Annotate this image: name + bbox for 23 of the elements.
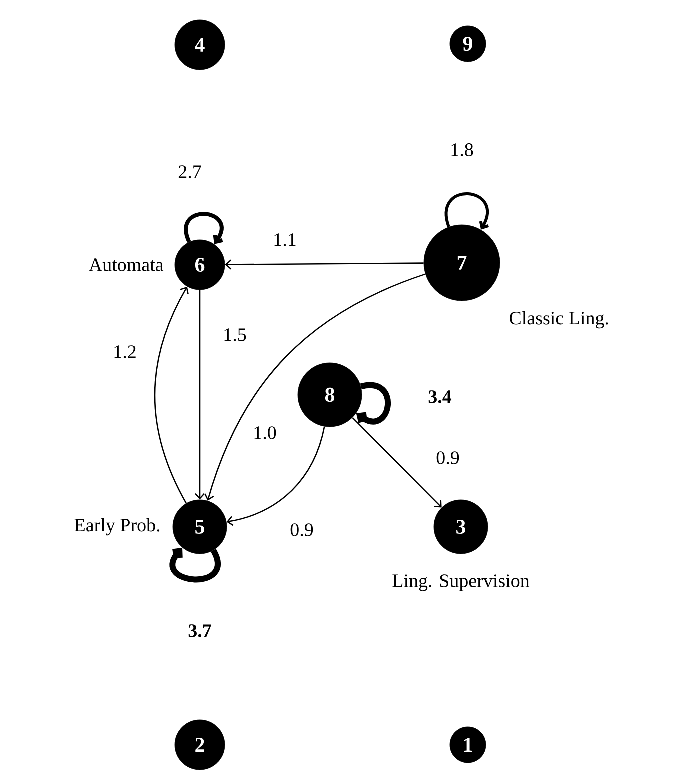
arrow: [225, 260, 424, 270]
node-caption: Early Prob.: [74, 518, 160, 536]
arrow: [356, 382, 391, 425]
arrow: [352, 417, 442, 508]
edge-label: 0.9: [435, 450, 461, 466]
arrow: [170, 548, 221, 583]
edge-label: 2.7: [177, 164, 203, 180]
edge-label: 1.5: [222, 328, 248, 342]
arrow: [204, 274, 426, 501]
arrow: [154, 286, 189, 504]
arrow: [226, 426, 326, 526]
node-caption: Ling. Supervision: [392, 574, 530, 592]
edge-label: 3.4: [427, 390, 453, 404]
edge-label: 1.8: [449, 142, 475, 158]
edge-label: 1.2: [112, 344, 138, 360]
node-caption: Automata: [89, 258, 164, 272]
arrow: [195, 290, 205, 500]
edge-label: 1.1: [272, 232, 298, 248]
node-caption: Classic Ling.: [510, 311, 608, 329]
edge-label: 1.0: [252, 426, 278, 440]
edge-label: 0.9: [289, 522, 315, 538]
edge-label: 3.7: [187, 624, 213, 638]
arrow: [445, 192, 490, 230]
